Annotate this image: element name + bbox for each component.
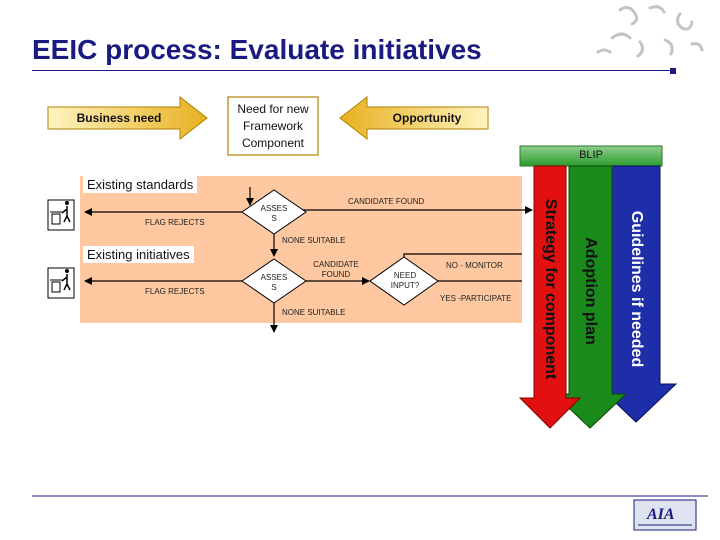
title-rule <box>32 70 672 71</box>
opportunity-arrow <box>339 95 489 141</box>
framework-label: Need for new Framework Component <box>237 102 309 150</box>
need-input-label: NEED INPUT? <box>390 271 420 290</box>
trash-icon-2 <box>47 267 75 299</box>
adoption-label: Adoption plan <box>582 237 599 345</box>
page-title: EEIC process: Evaluate initiatives <box>32 34 482 65</box>
framework-box <box>227 96 319 156</box>
blip-label: BLIP <box>579 149 603 161</box>
need-input-diamond <box>369 256 439 306</box>
business-need-label: Business need <box>76 111 162 125</box>
yes-participate-label: YES -PARTICIPATE <box>440 294 512 303</box>
none-suitable-label-2: NONE SUITABLE <box>282 308 346 317</box>
candidate-found-label-1: CANDIDATE FOUND <box>348 197 425 206</box>
candidate-found-label-2: CANDIDATE FOUND <box>313 260 359 279</box>
svg-text:AIA: AIA <box>646 506 675 523</box>
no-monitor-label: NO - MONITOR <box>446 261 503 270</box>
puzzle-logo <box>596 5 704 58</box>
strategy-arrow <box>518 165 582 429</box>
opportunity-label: Opportunity <box>392 111 462 125</box>
flag-rejects-label-1: FLAG REJECTS <box>145 218 205 227</box>
assess-label-1: ASSES S <box>260 204 288 223</box>
trash-icon-1 <box>47 199 75 231</box>
footer-logo: AIA <box>633 499 697 531</box>
none-suitable-label-1: NONE SUITABLE <box>282 236 346 245</box>
flag-rejects-label-2: FLAG REJECTS <box>145 287 205 296</box>
title-rule-end <box>670 68 676 74</box>
existing-standards-label: Existing standards <box>83 176 198 193</box>
guidelines-label: Guidelines if needed <box>628 210 645 368</box>
assess-label-2: ASSES S <box>260 273 288 292</box>
existing-initiatives-label: Existing initiatives <box>83 246 194 263</box>
strategy-label: Strategy for component <box>542 198 559 380</box>
business-need-arrow <box>47 95 208 141</box>
